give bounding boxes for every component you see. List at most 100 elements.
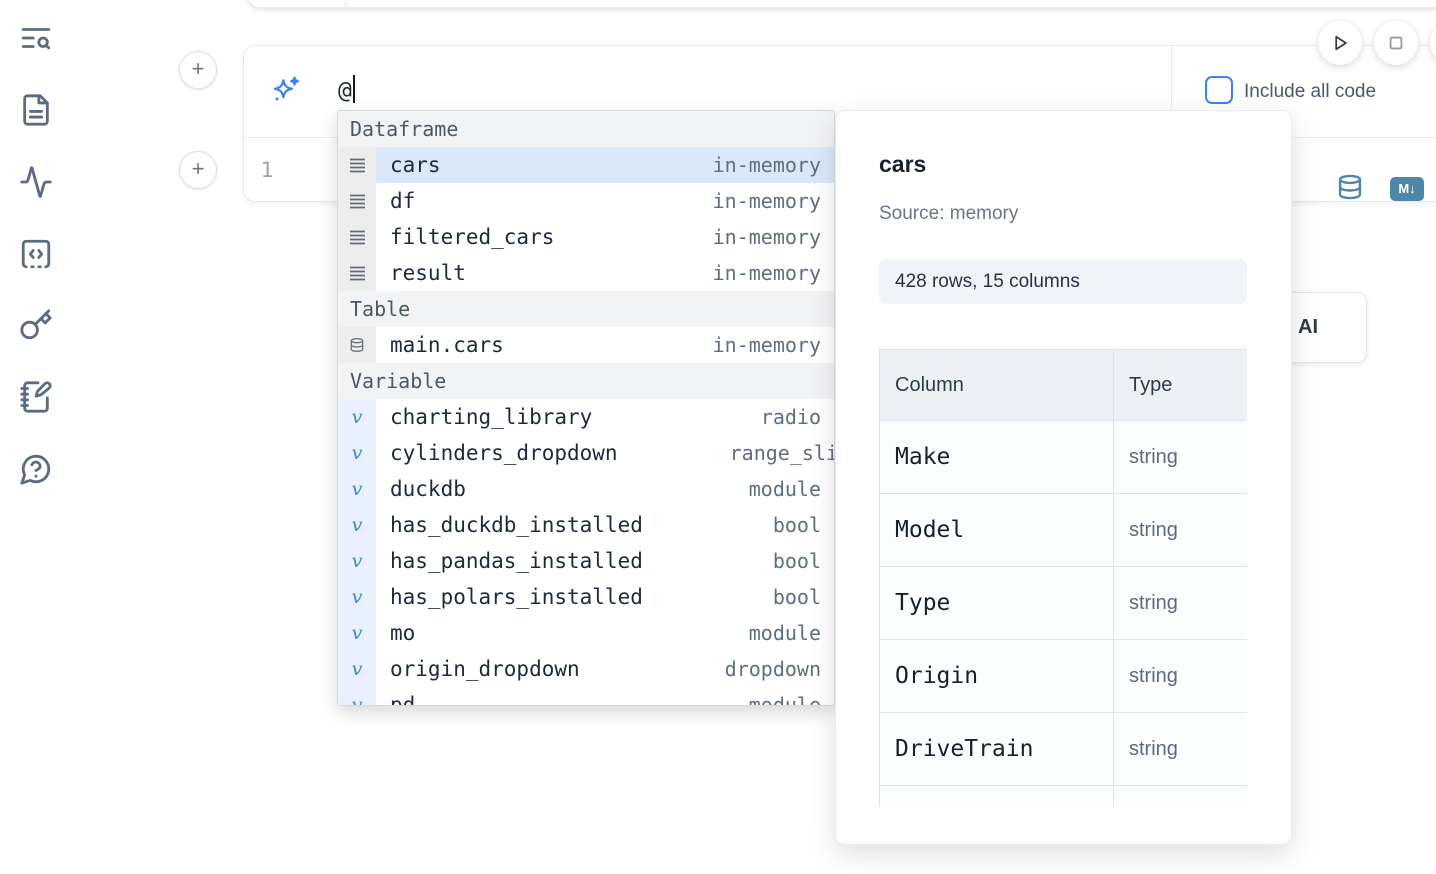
play-icon xyxy=(1335,35,1347,51)
item-type: in-memory xyxy=(712,261,821,285)
item-name: has_duckdb_installed xyxy=(390,513,643,537)
divider xyxy=(1171,46,1172,137)
add-cell-button[interactable]: + xyxy=(179,151,217,189)
item-name: duckdb xyxy=(390,477,466,501)
item-type: bool xyxy=(772,549,821,573)
autocomplete-item[interactable]: cars in-memory xyxy=(338,147,834,183)
column-type-cell: string xyxy=(1113,639,1247,713)
code-snippet-icon[interactable] xyxy=(19,237,53,271)
column-name-cell: Make xyxy=(879,420,1114,494)
item-name: has_pandas_installed xyxy=(390,549,643,573)
notebook-pen-icon[interactable] xyxy=(19,380,53,414)
include-all-code-checkbox[interactable] xyxy=(1205,76,1233,104)
dataframe-rows-icon xyxy=(338,183,376,219)
stop-button[interactable] xyxy=(1374,21,1418,65)
column-header: Column xyxy=(879,349,1114,421)
item-type: in-memory xyxy=(712,189,821,213)
previous-cell xyxy=(247,0,1436,9)
item-name: cars xyxy=(390,153,441,177)
item-type: in-memory xyxy=(712,153,821,177)
activity-icon[interactable] xyxy=(19,165,53,199)
item-type: module xyxy=(748,693,821,706)
variable-icon: v xyxy=(338,579,376,615)
item-type: radio xyxy=(760,405,821,429)
key-icon[interactable] xyxy=(19,308,53,342)
database-icon xyxy=(338,327,376,363)
item-name: has_polars_installed xyxy=(390,585,643,609)
item-name: cylinders_dropdown xyxy=(390,441,618,465)
autocomplete-section-header: Table xyxy=(338,291,834,327)
ai-prompt-input[interactable]: @ xyxy=(338,74,355,108)
schema-header-row: Column Type xyxy=(879,349,1247,421)
column-name-cell: DriveTrain xyxy=(879,712,1114,786)
item-name: origin_dropdown xyxy=(390,657,580,681)
column-name-cell: Origin xyxy=(879,639,1114,713)
variable-icon: v xyxy=(338,687,376,705)
item-name: df xyxy=(390,189,416,213)
extra-round-button[interactable] xyxy=(1430,21,1436,65)
prompt-value: @ xyxy=(338,78,352,104)
column-type-cell: string xyxy=(1113,420,1247,494)
shape-badge: 428 rows, 15 columns xyxy=(879,259,1247,304)
dataframe-preview-panel: cars Source: memory 428 rows, 15 columns… xyxy=(835,110,1292,845)
preview-source: Source: memory xyxy=(879,203,1019,224)
column-name-cell: Type xyxy=(879,566,1114,640)
variable-icon: v xyxy=(338,651,376,687)
autocomplete-item[interactable]: main.cars in-memory xyxy=(338,327,834,363)
sparkles-icon xyxy=(271,75,301,105)
item-name: pd xyxy=(390,693,416,706)
autocomplete-item[interactable]: v has_pandas_installed bool xyxy=(338,543,834,579)
include-all-code-label: Include all code xyxy=(1244,81,1377,102)
run-cell-button[interactable] xyxy=(1318,21,1362,65)
variable-icon: v xyxy=(338,399,376,435)
item-name: charting_library xyxy=(390,405,593,429)
autocomplete-item[interactable]: df in-memory xyxy=(338,183,834,219)
type-header: Type xyxy=(1113,349,1247,421)
add-cell-button[interactable]: + xyxy=(179,51,217,89)
preview-title: cars xyxy=(879,151,927,177)
variable-icon: v xyxy=(338,435,376,471)
file-document-icon[interactable] xyxy=(19,93,53,127)
helper-sidebar xyxy=(0,0,72,874)
markdown-icon[interactable]: M↓ xyxy=(1390,177,1424,201)
dataframe-rows-icon xyxy=(338,147,376,183)
item-type: in-memory xyxy=(712,333,821,357)
autocomplete-item[interactable]: v has_duckdb_installed bool xyxy=(338,507,834,543)
database-icon[interactable] xyxy=(1336,173,1364,201)
autocomplete-item[interactable]: v charting_library radio xyxy=(338,399,834,435)
variable-icon: v xyxy=(338,615,376,651)
column-type-cell: string xyxy=(1113,712,1247,786)
item-name: main.cars xyxy=(390,333,504,357)
item-type: bool xyxy=(772,513,821,537)
toc-search-icon[interactable] xyxy=(19,21,53,55)
item-name: mo xyxy=(390,621,416,645)
dataframe-rows-icon xyxy=(338,219,376,255)
stop-square-icon xyxy=(1389,36,1403,50)
column-name-cell xyxy=(879,785,1114,807)
autocomplete-section-header: Dataframe xyxy=(338,111,834,147)
schema-row xyxy=(879,785,1247,807)
cell-divider xyxy=(345,1,346,9)
variable-icon: v xyxy=(338,507,376,543)
variable-icon: v xyxy=(338,543,376,579)
autocomplete-item[interactable]: v pd module xyxy=(338,687,834,706)
text-caret xyxy=(352,75,355,103)
item-type: in-memory xyxy=(712,225,821,249)
help-chat-icon[interactable] xyxy=(19,452,53,486)
